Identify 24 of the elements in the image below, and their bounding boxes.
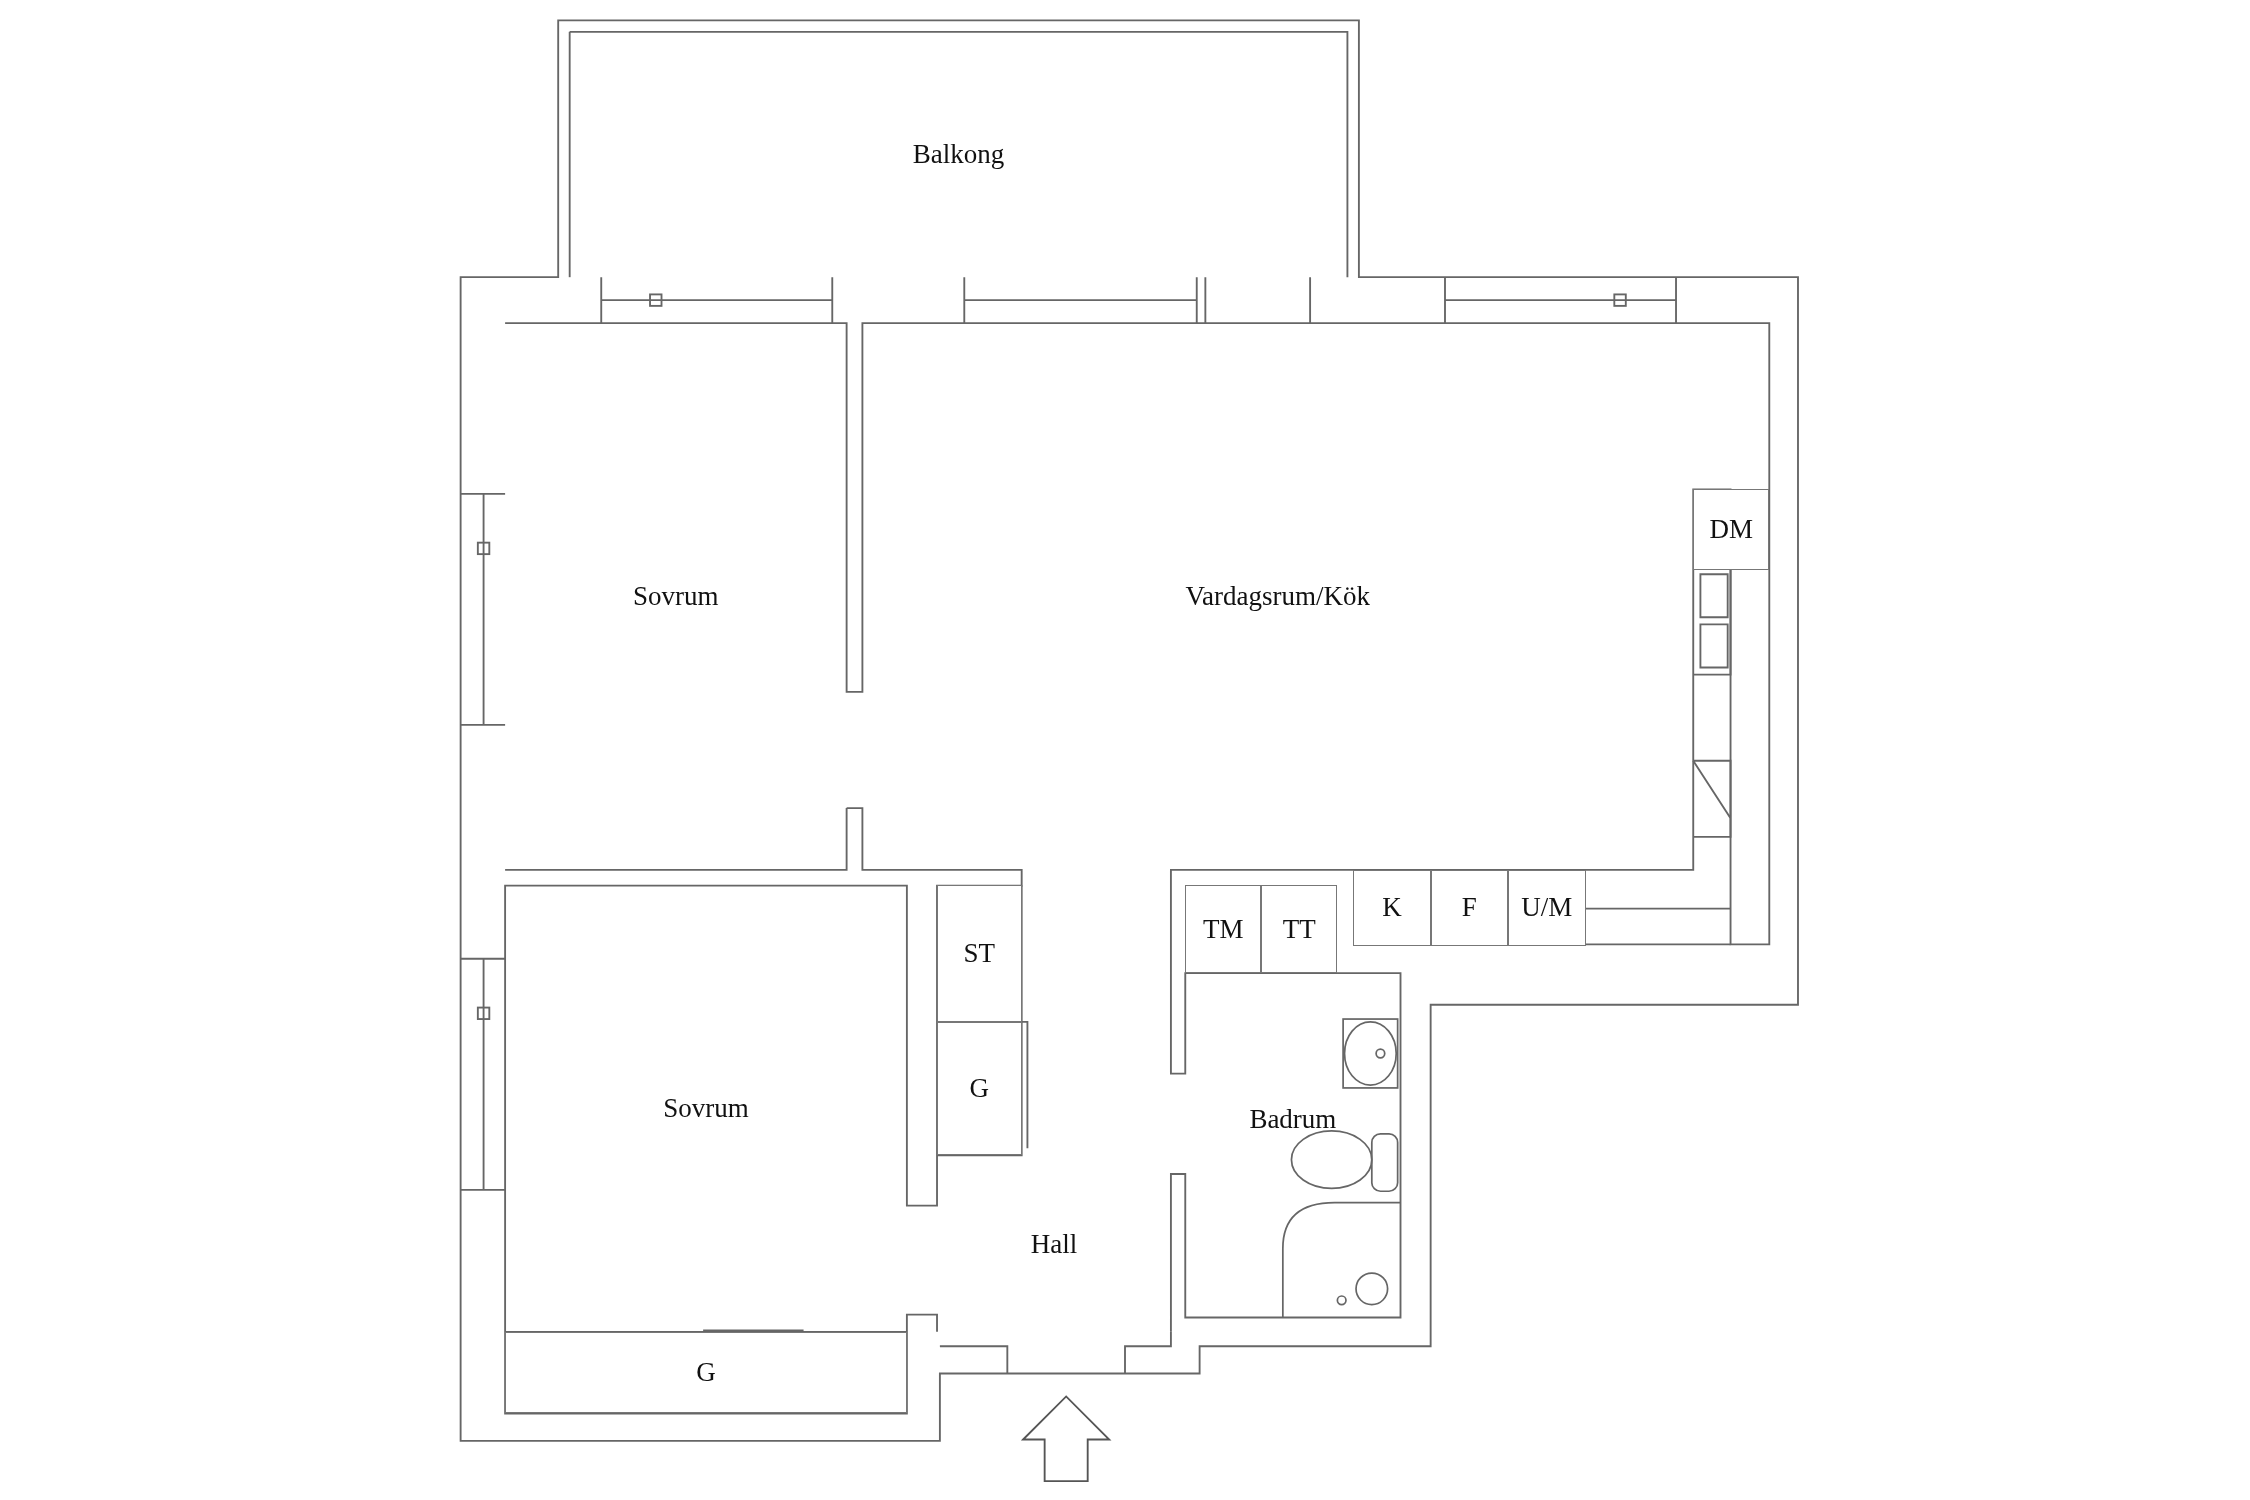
cabinet-label: TM (1203, 913, 1244, 945)
cabinet-label: TT (1282, 913, 1316, 945)
cabinet-label: DM (1709, 514, 1753, 545)
cabinet-outline (1508, 869, 1586, 946)
cabinet-label: U/M (1521, 892, 1573, 924)
cabinet-outline (937, 1021, 1022, 1156)
cabinet-label: G (969, 1072, 990, 1104)
cabinet-outline (1430, 869, 1509, 946)
room-label: Badrum (1249, 1103, 1337, 1135)
room-label: Hall (1030, 1229, 1078, 1261)
room-label: Balkong (912, 138, 1005, 170)
cabinet-outline (1261, 885, 1338, 973)
cabinet-outline (505, 1331, 907, 1414)
cabinet-outline (1185, 885, 1262, 973)
room-label: Vardagsrum/Kök (1185, 580, 1371, 612)
cabinet-outline (1693, 489, 1770, 570)
cabinet-label: K (1382, 892, 1402, 924)
room-label: Sovrum (663, 1093, 749, 1124)
cabinet-outline (937, 885, 1022, 1022)
cabinet-label: ST (963, 938, 996, 969)
cabinet-outline (1353, 869, 1431, 946)
cabinet-label: F (1461, 892, 1477, 924)
cabinet-label: G (696, 1357, 716, 1388)
room-label: Sovrum (633, 580, 719, 612)
